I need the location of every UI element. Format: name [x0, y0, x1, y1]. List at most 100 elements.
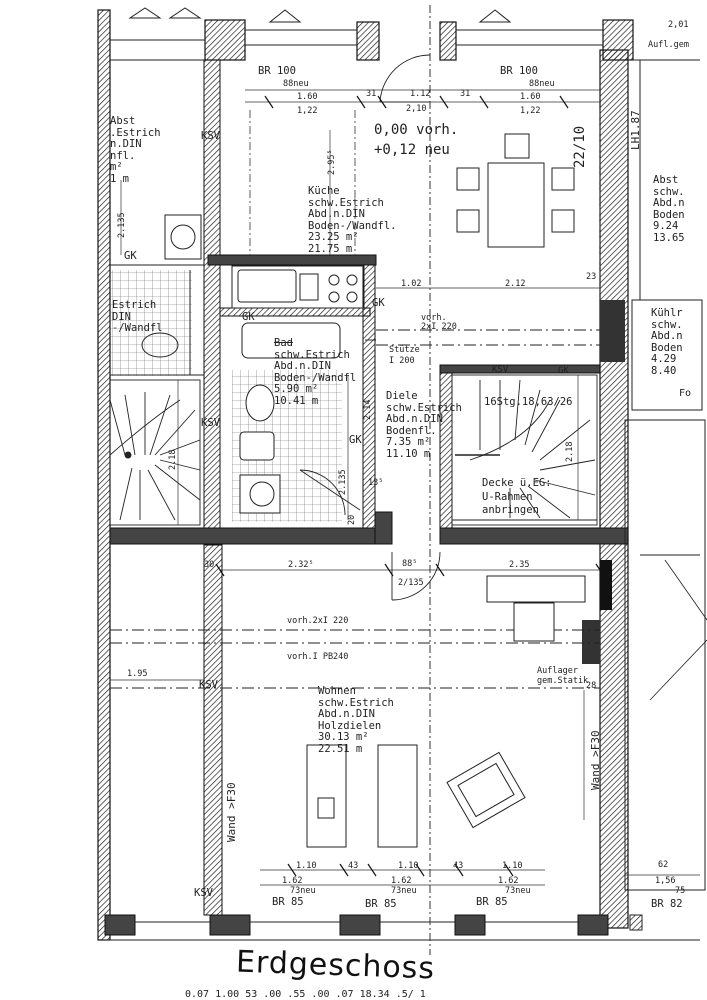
room-label-left-bath: Estrich DIN -/Wandfl — [112, 299, 163, 335]
window-width2-label: 1,22 — [520, 106, 541, 116]
room-text: Boden — [653, 208, 685, 221]
dim-label: 13⁵ — [368, 478, 384, 488]
room-text: schw.Estrich — [318, 696, 394, 709]
room-area: m² — [110, 161, 123, 173]
dim-label: 43 — [453, 861, 464, 871]
room-text: DIN — [112, 310, 131, 323]
room-text: nfl. — [110, 149, 136, 162]
dim-label: 2/135 — [398, 578, 424, 588]
decke-annotation: Decke ü.EG: — [482, 477, 552, 489]
stuetze-annotation-1: Stütze — [389, 345, 420, 355]
window-width-label: 1.60 — [297, 92, 318, 102]
dim-label: 23 — [586, 272, 597, 282]
stair-left — [109, 379, 201, 526]
ksv-label: KSV — [199, 679, 218, 691]
dim-label: 28 — [586, 681, 597, 691]
room-text: schw. — [651, 318, 683, 331]
dim-label: 1.02 — [401, 279, 422, 289]
room-text: Bodenfl. — [386, 424, 437, 437]
room-perimeter: 22.51 m — [318, 742, 363, 755]
dim-label: 1.10 — [502, 861, 523, 871]
room-label-diele: Diele schw.Estrich Abd.n.DIN Bodenfl. 7.… — [386, 390, 462, 460]
room-text: n.DIN — [110, 138, 142, 150]
room-text: schw.Estrich — [386, 401, 462, 414]
fo-annotation: Fo — [679, 388, 692, 399]
left-bath-tiles — [110, 270, 192, 376]
floor-title: Erdgeschoss — [235, 944, 436, 987]
dim-label: 2.35 — [509, 560, 530, 570]
window-height-label: 73neu — [505, 886, 531, 896]
room-perimeter: 10.41 m — [274, 394, 319, 407]
window-height-label: 88neu — [283, 79, 309, 89]
room-text: Holzdielen — [318, 719, 382, 732]
window-top — [110, 7, 603, 46]
dim-label: 2.95⁵ — [327, 149, 337, 175]
dimension-ticks — [215, 95, 605, 877]
room-perimeter: 13.65 — [653, 231, 685, 244]
room-label-right2: Kühlr schw. Abd.n Boden 4.29 8.40 — [651, 307, 683, 377]
room-label-kueche: Küche schw.Estrich Abd.n.DIN Boden-/Wand… — [308, 185, 397, 255]
dim-label: 43 — [348, 861, 359, 871]
room-text: -/Wandfl — [112, 322, 163, 334]
dim-label: 2.32⁵ — [288, 560, 314, 570]
dim-label: 2,01 — [668, 20, 689, 30]
room-name: Bad — [274, 337, 293, 349]
room-area: 4.29 — [651, 353, 677, 365]
vorh-annotation-2: 2xI 220 — [421, 322, 457, 332]
wand-label-left: Wand >F30 — [225, 782, 238, 842]
dimension-lines — [110, 89, 700, 886]
window-width-label: 1.60 — [520, 92, 541, 102]
lh-label: LH1.87 — [629, 110, 642, 150]
level-label-2: +0,12 neu — [374, 142, 450, 158]
window-width-label: 1,56 — [655, 876, 676, 886]
dim-label: 20 — [347, 514, 357, 525]
room-name: Küche — [308, 185, 340, 197]
dim-label: 31 — [460, 89, 471, 99]
right-structure — [624, 59, 707, 891]
room-label-right: Abst schw. Abd.n Boden 9.24 13.65 — [653, 174, 685, 244]
dim-label: 1.10 — [296, 861, 317, 871]
dining-table — [456, 133, 575, 248]
room-text: schw. — [653, 185, 685, 198]
ksv-label: KSV — [194, 887, 213, 899]
window-br-label: BR 85 — [476, 896, 508, 908]
vorh-annotation-1: vorh. — [421, 313, 447, 323]
room-label-left: Abst .Estrich n.DIN nfl. m² 1 m — [110, 115, 161, 185]
room-label-bad: Bad schw.Estrich Abd.n.DIN Boden-/Wandfl… — [274, 337, 356, 407]
wall-right-stub — [600, 300, 625, 362]
room-area: 23.25 m² — [308, 231, 359, 243]
dim-label: 30 — [204, 560, 215, 570]
window-height-label: 75 — [675, 886, 686, 896]
urahmen-annotation-1: U-Rahmen — [482, 491, 533, 503]
room-text: Abd.n.DIN — [318, 708, 375, 720]
dim-label: 2.135 — [117, 212, 127, 238]
dim-label: 2,10 — [406, 104, 427, 114]
room-text: Boden — [651, 341, 683, 354]
room-text: Abd.n.DIN — [308, 208, 365, 220]
solid-walls — [104, 254, 629, 936]
dim-label: 1.95 — [127, 669, 148, 679]
room-perimeter: 21.75 m — [308, 242, 353, 255]
room-name: Wohnen — [318, 685, 356, 697]
urahmen-annotation-2: anbringen — [482, 504, 539, 516]
room-text: Abd.n — [653, 197, 685, 209]
stuetze-annotation-2: I 200 — [389, 356, 415, 366]
gk-label: GK — [558, 366, 569, 376]
gk-label: GK — [242, 311, 255, 323]
dim-label: 1.12 — [410, 89, 431, 99]
dim-bottom-row: 0.07 1.00 53 .00 .55 .00 .07 18.34 .5/ 1 — [185, 989, 426, 1000]
window-br-label: BR 100 — [500, 65, 538, 77]
window-br-label: BR 85 — [365, 898, 397, 910]
room-text: Kühlr — [651, 307, 683, 319]
room-area: 9.24 — [653, 220, 679, 232]
dim-label: 31 — [366, 89, 377, 99]
gk-label: GK — [349, 434, 362, 446]
dim-label: 1.10 — [398, 861, 419, 871]
dim-label: 88⁵ — [402, 559, 418, 569]
room-area: 5.90 m² — [274, 383, 319, 395]
grid-axis-lines — [249, 5, 601, 955]
room-perimeter: 1 m — [110, 172, 129, 185]
window-br-label: BR 82 — [651, 898, 683, 910]
window-br-label: BR 100 — [258, 65, 296, 77]
